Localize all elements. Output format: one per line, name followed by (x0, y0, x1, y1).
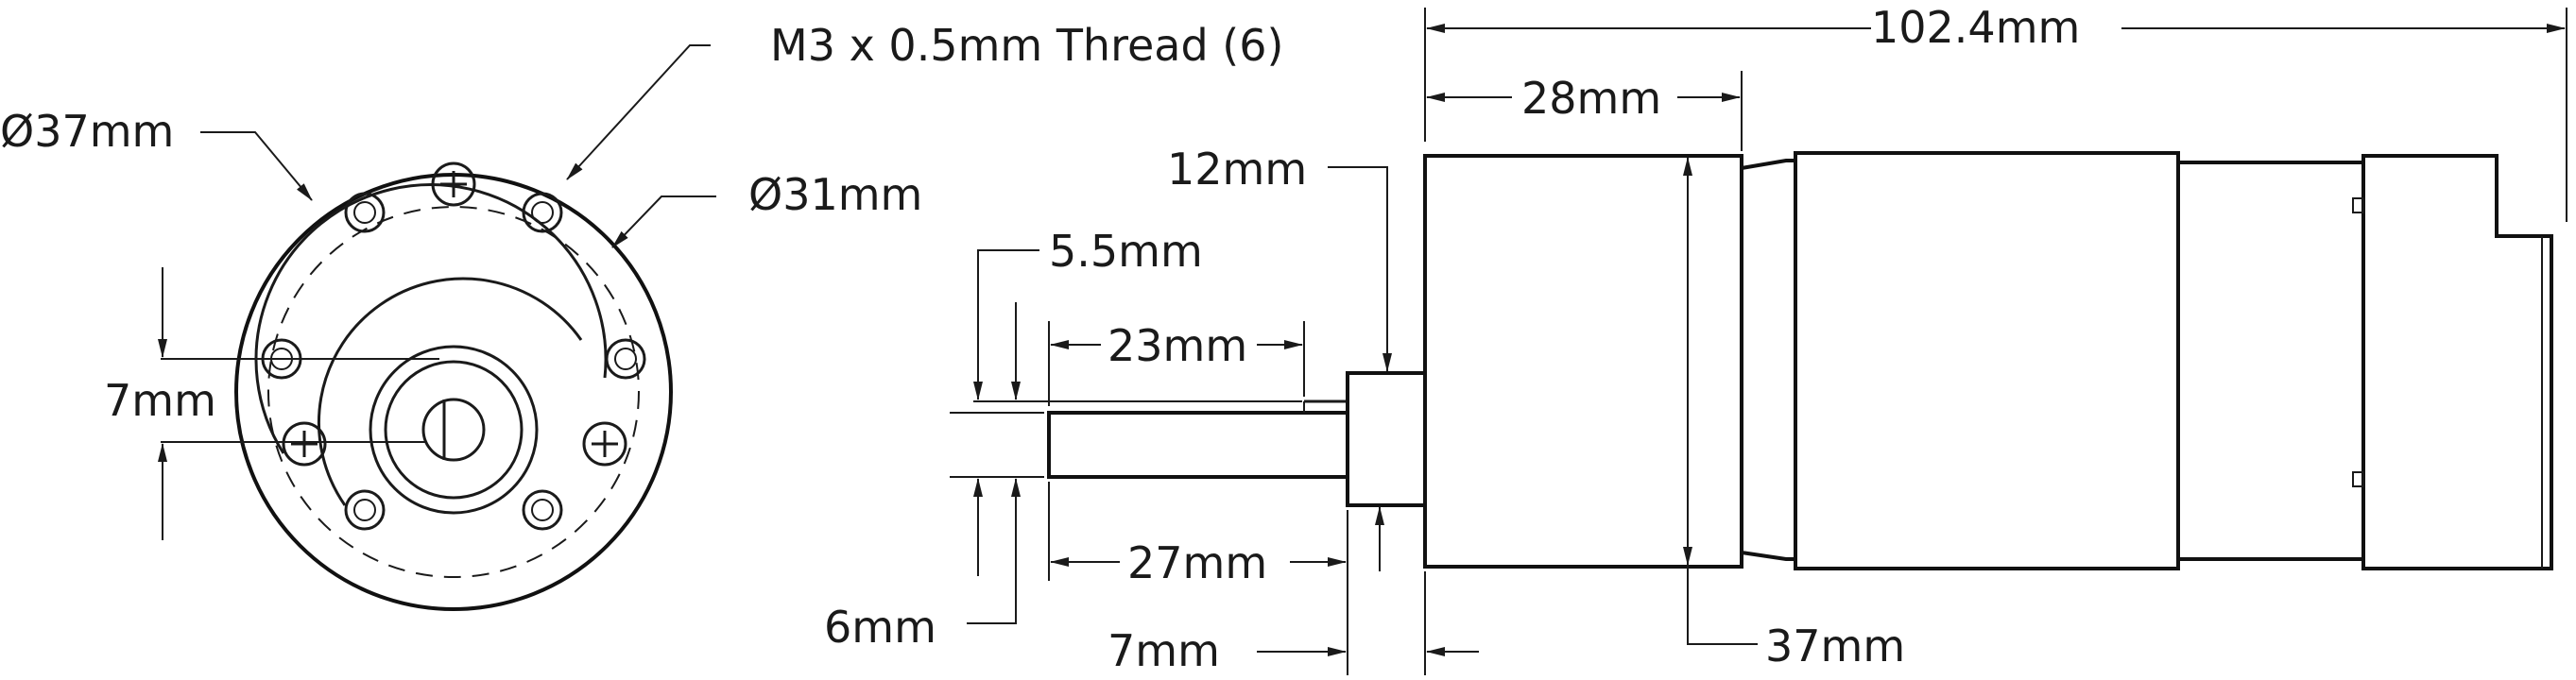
dia31-leader (611, 196, 716, 248)
boss-leader (1328, 166, 1392, 372)
label-overall: 102.4mm (1871, 2, 2080, 53)
mounting-hole-inner (353, 201, 376, 224)
motor-body (1794, 151, 2180, 570)
output-boss (1346, 371, 1427, 507)
shaft6-leader (967, 478, 1021, 624)
mounting-hole (522, 192, 563, 233)
terminal-tab (2352, 471, 2364, 487)
gearbox-screw (431, 162, 476, 207)
mounting-hole-inner (614, 348, 637, 370)
label-27mm: 27mm (1127, 537, 1267, 588)
mounting-hole (344, 489, 386, 531)
terminal-tab (2352, 197, 2364, 213)
mounting-hole-inner (531, 499, 554, 521)
label-28mm: 28mm (1521, 73, 1661, 124)
side-view: 102.4mm 28mm 12mm 5.5mm 23mm 6mm 27mm (824, 2, 2567, 676)
mounting-hole (605, 338, 646, 380)
flat-leader (977, 249, 1039, 397)
mounting-hole (344, 192, 386, 233)
thread-leader (566, 44, 711, 180)
height-leader (1687, 565, 1758, 645)
gearbox-body (1423, 154, 1743, 569)
motor-end-cap (2361, 154, 2553, 570)
label-5-5mm: 5.5mm (1049, 226, 1203, 277)
label-dia31: Ø31mm (748, 169, 922, 220)
label-flat-7mm: 7mm (104, 375, 216, 426)
gearbox-coupler (1740, 159, 1797, 561)
label-6mm: 6mm (824, 602, 936, 653)
mounting-bolt-circle (267, 206, 640, 578)
label-dia37: Ø37mm (0, 106, 174, 157)
mounting-hole-inner (353, 499, 376, 521)
gearbox-screw (282, 421, 327, 467)
motor-can (2176, 161, 2365, 561)
mounting-hole (522, 489, 563, 531)
dia37-leader (200, 131, 313, 201)
label-23mm: 23mm (1108, 320, 1247, 371)
shaft-end (421, 398, 486, 462)
output-boss-inner (384, 360, 524, 500)
front-view: Ø37mm M3 x 0.5mm Thread (6) Ø31mm 7mm (0, 20, 1283, 611)
mounting-hole-inner (531, 201, 554, 224)
label-thread: M3 x 0.5mm Thread (6) (770, 20, 1283, 71)
output-shaft (1047, 411, 1349, 479)
label-12mm: 12mm (1167, 144, 1307, 195)
gearbox-screw (582, 421, 627, 467)
label-37mm: 37mm (1765, 620, 1905, 672)
output-boss-outer (369, 345, 539, 515)
inner-gear-arc (254, 183, 608, 454)
label-7mm-boss: 7mm (1108, 625, 1220, 676)
